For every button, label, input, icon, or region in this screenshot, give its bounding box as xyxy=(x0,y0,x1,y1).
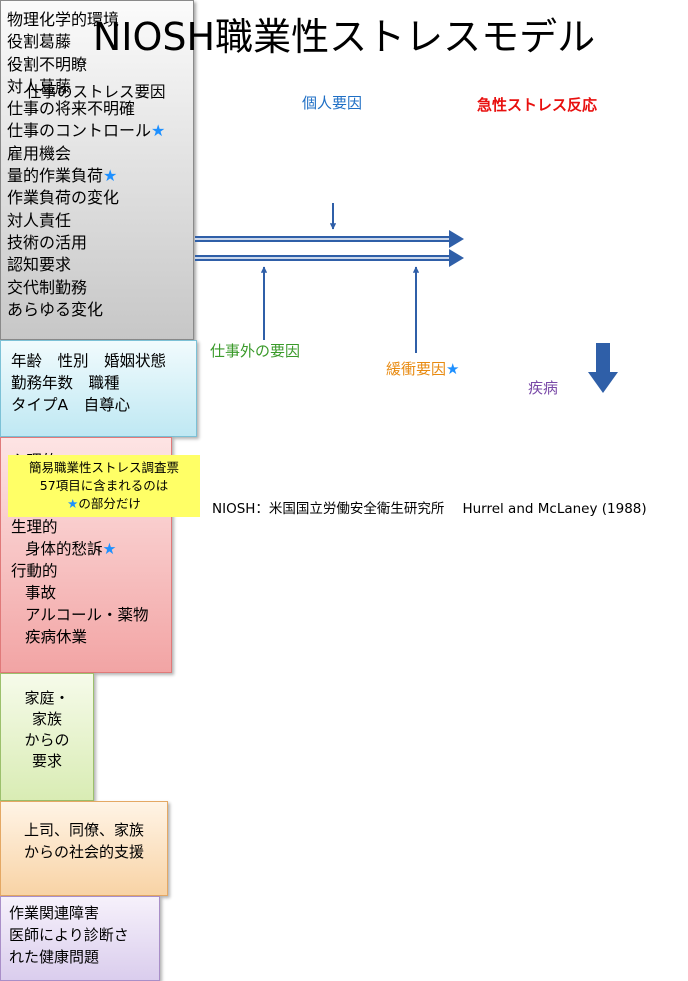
footer: NIOSH：米国国立労働安全衛生研究所 Hurrel and McLaney (1… xyxy=(212,497,647,517)
stress-factor-item-text: 対人責任 xyxy=(7,210,72,230)
acute-reaction-category: 行動的 xyxy=(11,560,171,582)
acute-reaction-item-text: アルコール・薬物 xyxy=(25,606,149,624)
outside-work-box: 家庭・家族からの要求 xyxy=(0,673,94,801)
disease-line: れた健康問題 xyxy=(9,948,100,966)
stress-factor-item: 技術の活用 xyxy=(7,232,193,254)
individual-factor-line: タイプA 自尊心 xyxy=(11,396,131,414)
acute-reaction-item: アルコール・薬物 xyxy=(11,604,171,626)
note-line: 簡易職業性ストレス調査票 xyxy=(28,460,179,475)
stress-factor-item-text: あらゆる変化 xyxy=(7,299,104,319)
stress-factor-item: あらゆる変化 xyxy=(7,299,193,321)
stress-factor-item: 量的作業負荷★ xyxy=(7,165,193,187)
note-line: ★の部分だけ xyxy=(8,495,200,513)
outside-work-line: 家庭・ xyxy=(24,689,70,707)
acute-reaction-item: 事故 xyxy=(11,582,171,604)
buffer-factors-box: 上司、同僚、家族からの社会的支援 xyxy=(0,801,168,896)
buffer-label-text: 緩衝要因 xyxy=(386,360,447,378)
stress-factor-item-text: 量的作業負荷 xyxy=(7,166,104,186)
individual-label: 個人要因 xyxy=(302,94,363,112)
stress-factor-item-text: 技術の活用 xyxy=(7,232,88,252)
stress-factor-item: 対人葛藤 xyxy=(7,76,193,98)
star-icon: ★ xyxy=(103,166,118,186)
outside-work-line: 家族 xyxy=(31,710,62,728)
flow-arrows xyxy=(195,203,618,393)
note-star-icon: ★ xyxy=(67,496,79,511)
stress-factor-item: 作業負荷の変化 xyxy=(7,187,193,209)
acute-reaction-category-text: 行動的 xyxy=(11,562,58,580)
acute-label: 急性ストレス反応 xyxy=(477,96,598,114)
stress-factor-item-text: 作業負荷の変化 xyxy=(7,188,120,208)
acute-reaction-item-text: 事故 xyxy=(25,584,57,602)
individual-factors-box: 年齢 性別 婚姻状態勤務年数 職種タイプA 自尊心 xyxy=(0,340,197,437)
note-box: 簡易職業性ストレス調査票 57項目に含まれるのは ★の部分だけ xyxy=(8,455,200,517)
stress-factor-item-text: 交代制勤務 xyxy=(7,277,88,297)
stress-factor-item-text: 雇用機会 xyxy=(7,143,72,163)
outside-work-line: 要求 xyxy=(31,752,62,770)
stress-factor-item: 仕事の将来不明確 xyxy=(7,98,193,120)
outside-work-line: からの xyxy=(24,731,70,749)
disease-box: 作業関連障害医師により診断された健康問題 xyxy=(0,896,160,981)
acute-reaction-item: 疾病休業 xyxy=(11,626,171,648)
stress-factor-item: 仕事のコントロール★ xyxy=(7,120,193,142)
page-title: NIOSH職業性ストレスモデル xyxy=(92,15,596,59)
outside-work-label: 仕事外の要因 xyxy=(210,342,301,360)
buffer-label: 緩衝要因★ xyxy=(386,358,459,379)
individual-factor-line: 勤務年数 職種 xyxy=(11,374,120,392)
disease-line: 作業関連障害 xyxy=(9,904,100,922)
buffer-line: 上司、同僚、家族 xyxy=(23,821,144,839)
stress-factor-item-text: 物理化学的環境 xyxy=(7,10,120,29)
stress-factor-item: 物理化学的環境 xyxy=(7,9,193,31)
note-line: 57項目に含まれるのは xyxy=(39,478,169,493)
stress-factor-item-text: 役割葛藤 xyxy=(7,32,72,52)
disease-line: 医師により診断さ xyxy=(9,926,129,944)
note-line-text: の部分だけ xyxy=(78,496,141,511)
stress-factor-item: 役割葛藤 xyxy=(7,31,193,53)
acute-reaction-item-text: 身体的愁訴 xyxy=(25,540,103,558)
main-arrow-lower xyxy=(195,249,464,267)
acute-reaction-item: 身体的愁訴★ xyxy=(11,538,171,560)
stress-factor-item-text: 役割不明瞭 xyxy=(7,54,88,74)
individual-factor-line: 年齢 性別 婚姻状態 xyxy=(11,352,167,370)
stress-factors-box: 物理化学的環境役割葛藤役割不明瞭対人葛藤仕事の将来不明確仕事のコントロール★雇用… xyxy=(0,0,194,340)
stress-factor-item-text: 対人葛藤 xyxy=(7,76,72,96)
acute-reaction-item-text: 疾病休業 xyxy=(25,628,88,646)
stress-factor-item-text: 認知要求 xyxy=(7,255,72,275)
stress-factor-item-text: 仕事の将来不明確 xyxy=(7,99,136,119)
arrow-acute-to-disease xyxy=(588,343,618,393)
buffer-star-icon: ★ xyxy=(446,360,460,378)
stress-factor-item: 雇用機会 xyxy=(7,143,193,165)
disease-label: 疾病 xyxy=(528,379,559,397)
footer-reference: Hurrel and McLaney (1988) xyxy=(462,501,647,517)
stress-factor-item: 認知要求 xyxy=(7,254,193,276)
star-icon: ★ xyxy=(102,540,117,558)
stress-factor-item-text: 仕事のコントロール xyxy=(7,121,152,141)
buffer-line: からの社会的支援 xyxy=(23,843,144,861)
stress-factor-item: 対人責任 xyxy=(7,210,193,232)
footer-niosh: NIOSH：米国国立労働安全衛生研究所 xyxy=(212,501,445,517)
stress-factor-item: 役割不明瞭 xyxy=(7,54,193,76)
stress-factors-label: 仕事のストレス要因 xyxy=(26,83,166,101)
main-arrow-upper xyxy=(195,230,464,248)
star-icon: ★ xyxy=(151,121,166,141)
stress-factor-item: 交代制勤務 xyxy=(7,277,193,299)
